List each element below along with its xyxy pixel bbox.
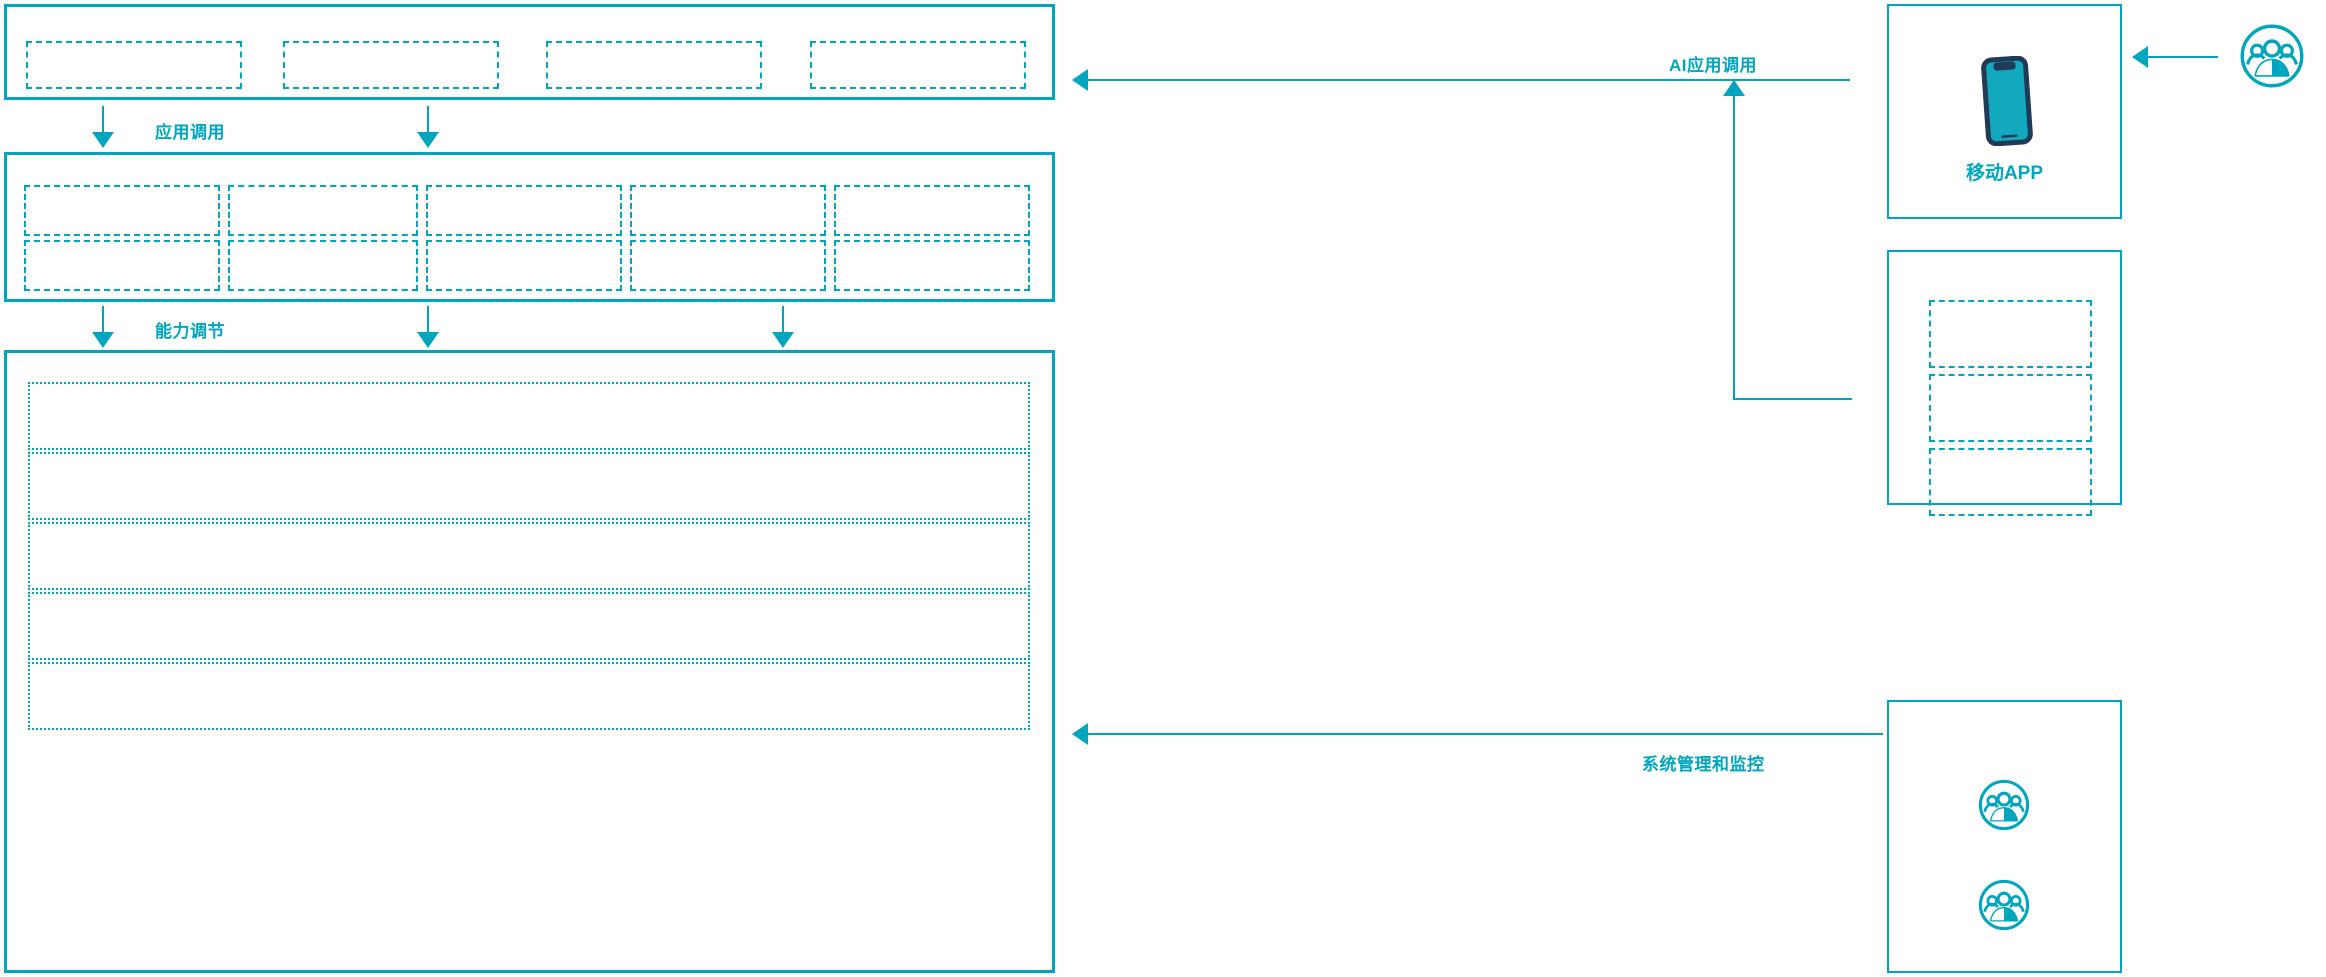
- system-management-arrow-shaft: [1088, 733, 1883, 735]
- application-slot-4[interactable]: [810, 41, 1026, 89]
- application-slot-1[interactable]: [26, 41, 242, 89]
- capability-slot-r1c4[interactable]: [630, 185, 826, 236]
- capability-slot-r1c2[interactable]: [228, 185, 418, 236]
- capability-adjust-arrow-head-2: [417, 332, 439, 348]
- capability-slot-r2c4[interactable]: [630, 240, 826, 291]
- capability-adjust-arrow-shaft-1: [102, 306, 104, 338]
- capability-slot-r1c5[interactable]: [834, 185, 1030, 236]
- capability-slot-r1c1[interactable]: [24, 185, 220, 236]
- capability-slot-r2c5[interactable]: [834, 240, 1030, 291]
- middle-card-slot-2[interactable]: [1929, 374, 2092, 442]
- ai-application-call-arrow-shaft: [1088, 79, 1850, 81]
- application-slot-2[interactable]: [283, 41, 499, 89]
- capability-slot-r2c2[interactable]: [228, 240, 418, 291]
- external-actor-user-group-icon[interactable]: [2238, 22, 2306, 90]
- application-call-arrow-shaft-right: [427, 106, 429, 138]
- external-actor-arrow-head: [2132, 46, 2148, 68]
- external-actor-arrow-shaft: [2148, 56, 2218, 58]
- mobile-app-label: 移动APP: [1965, 163, 2044, 184]
- bottom-card-user-group-icon-2[interactable]: [1977, 878, 2031, 932]
- middle-card[interactable]: [1887, 250, 2122, 505]
- application-layer-panel: [4, 4, 1055, 100]
- application-call-arrow-shaft-left: [102, 106, 104, 138]
- mobile-phone-icon: [1981, 55, 2033, 147]
- application-slot-3[interactable]: [546, 41, 762, 89]
- ai-application-call-riser-shaft: [1733, 96, 1735, 400]
- application-call-arrow-head-left: [92, 132, 114, 148]
- mobile-app-card[interactable]: 移动APP: [1887, 4, 2122, 219]
- middle-card-slot-3[interactable]: [1929, 448, 2092, 516]
- application-call-arrow-head-right: [417, 132, 439, 148]
- ai-application-call-arrow-head: [1072, 69, 1088, 91]
- ai-application-call-riser-head: [1723, 80, 1745, 96]
- system-management-monitoring-label: 系统管理和监控: [1642, 755, 1765, 774]
- application-call-label: 应用调用: [155, 123, 225, 142]
- platform-row-3[interactable]: [28, 522, 1030, 590]
- platform-row-1[interactable]: [28, 382, 1030, 450]
- ai-application-call-label: AI应用调用: [1669, 56, 1757, 75]
- capability-adjust-arrow-shaft-2: [427, 306, 429, 338]
- capability-layer-panel: [4, 152, 1055, 302]
- platform-row-5[interactable]: [28, 662, 1030, 730]
- capability-slot-r2c3[interactable]: [426, 240, 622, 291]
- bottom-card[interactable]: [1887, 700, 2122, 973]
- capability-adjust-label: 能力调节: [155, 322, 225, 341]
- capability-adjust-arrow-head-3: [772, 332, 794, 348]
- platform-row-4[interactable]: [28, 592, 1030, 660]
- platform-row-2[interactable]: [28, 452, 1030, 520]
- bottom-card-user-group-icon-1[interactable]: [1977, 778, 2031, 832]
- capability-slot-r1c3[interactable]: [426, 185, 622, 236]
- ai-application-call-riser-foot: [1733, 398, 1852, 400]
- system-management-arrow-head: [1072, 723, 1088, 745]
- capability-adjust-arrow-head-1: [92, 332, 114, 348]
- middle-card-slot-1[interactable]: [1929, 300, 2092, 368]
- capability-slot-r2c1[interactable]: [24, 240, 220, 291]
- capability-adjust-arrow-shaft-3: [782, 306, 784, 338]
